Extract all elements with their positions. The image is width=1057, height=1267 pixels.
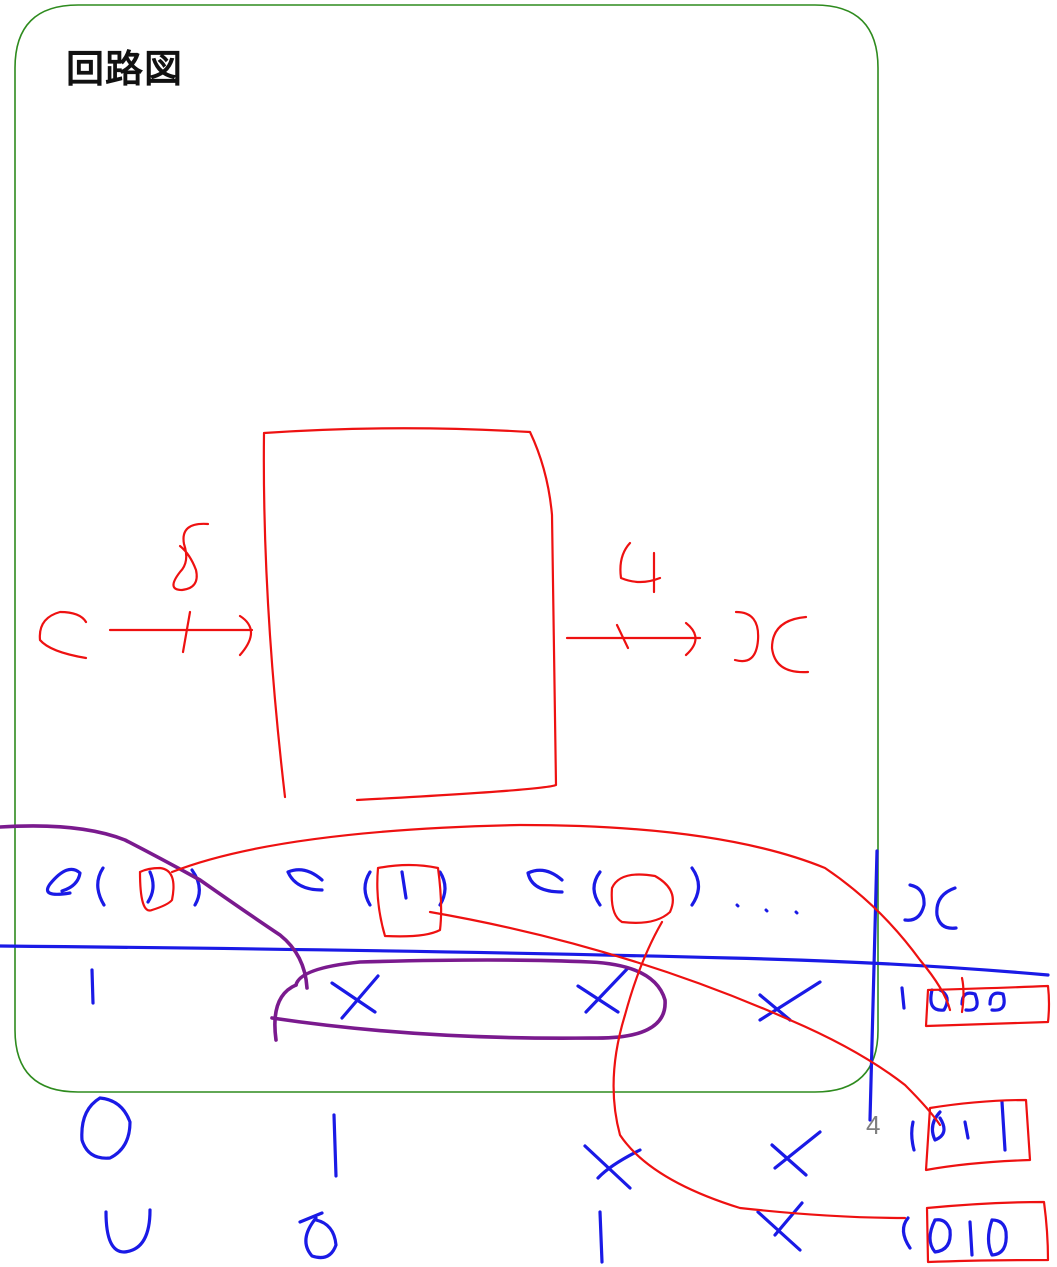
row2-a3-x <box>770 1130 822 1177</box>
output-x-glyph <box>733 610 810 674</box>
row3-a0-0 <box>104 1208 152 1254</box>
row3-a2-1 <box>598 1210 604 1264</box>
header-x <box>903 883 958 930</box>
row2-x-1001 <box>910 1100 1007 1152</box>
input-width-8 <box>172 522 210 592</box>
box-1000 <box>924 984 1051 1028</box>
row2-a2-x <box>583 1144 642 1190</box>
row1-a3-x <box>758 980 822 1022</box>
row1-a0-1 <box>90 968 95 1005</box>
row1-a2-x <box>576 966 630 1014</box>
dont-care-grouping <box>0 824 667 1042</box>
priority-mapping <box>138 823 1051 1264</box>
header-a0 <box>45 866 201 907</box>
row1-a1-x <box>330 974 380 1020</box>
row3-a3-x <box>756 1201 804 1252</box>
row3-a1-0 <box>298 1211 338 1260</box>
circuit-block-diagram <box>38 427 810 802</box>
circuit-box <box>262 427 558 802</box>
slide-title: 回路図 <box>66 47 184 91</box>
box-1010 <box>925 1200 1050 1264</box>
row1-x-1000 <box>900 986 1006 1012</box>
row3-x-1010 <box>901 1216 1008 1257</box>
header-ellipsis <box>735 903 799 915</box>
header-a1 <box>286 868 447 907</box>
box-1000-tick <box>960 976 965 1014</box>
a2-highlight <box>610 873 674 924</box>
a1-to-1001-line <box>428 910 942 1127</box>
a2-to-1010-line <box>612 920 907 1220</box>
header-a2 <box>526 866 701 907</box>
output-width-4 <box>619 541 662 594</box>
header-a0-connector <box>0 824 309 990</box>
slide-frame <box>14 4 879 1093</box>
output-bus-slash <box>615 623 630 650</box>
column-divider <box>868 849 879 1122</box>
a0-highlight <box>138 866 175 912</box>
box-1001 <box>924 1098 1032 1172</box>
input-arrow <box>108 614 254 657</box>
a1-highlight <box>376 863 443 938</box>
row1-dont-care-loop <box>270 958 667 1040</box>
row2-a0-0 <box>80 1096 132 1160</box>
truth-table <box>0 849 1050 1264</box>
input-a-glyph <box>38 610 88 660</box>
row1-loop-left-edge <box>273 983 298 1042</box>
input-bus-slash <box>181 610 192 654</box>
a0-to-1000-arc <box>170 823 952 1012</box>
row2-a1-1 <box>332 1113 338 1178</box>
output-arrow <box>565 621 702 657</box>
